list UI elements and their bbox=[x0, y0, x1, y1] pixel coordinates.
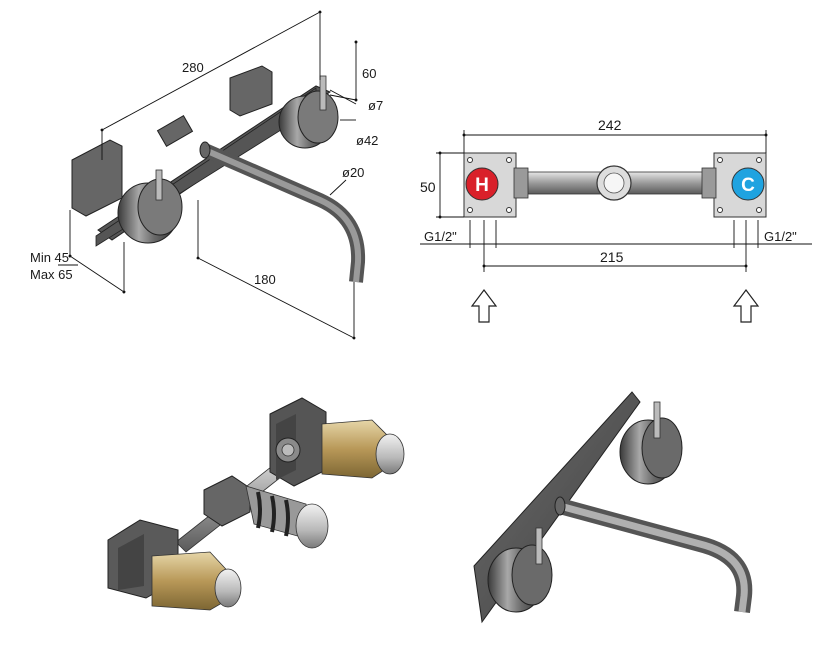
dim-length-label: 280 bbox=[182, 60, 204, 75]
mixer-dimension-drawing: 280 60 ø7 ø42 ø20 180 Min 45 Max 65 bbox=[30, 10, 383, 340]
spout bbox=[202, 143, 366, 283]
dim-handle-dia-label: ø42 bbox=[356, 133, 378, 148]
dim-body-height-label: 50 bbox=[420, 179, 436, 195]
dim-depth-min-label: Min 45 bbox=[30, 250, 69, 265]
dim-depth-max-label: Max 65 bbox=[30, 267, 73, 282]
render-spout bbox=[557, 498, 753, 613]
rough-in-front-drawing: H C bbox=[420, 117, 812, 323]
dim-lever-dia-label: ø7 bbox=[368, 98, 383, 113]
left-handle bbox=[117, 169, 183, 244]
inlet-arrow-hot bbox=[470, 289, 498, 323]
dim-thread-left-label: G1/2" bbox=[424, 229, 457, 244]
hot-valve-body: H bbox=[463, 152, 529, 218]
hot-indicator bbox=[465, 167, 499, 201]
cold-valve-body: C bbox=[701, 152, 767, 218]
hot-label: H bbox=[475, 175, 489, 196]
dim-height-label: 60 bbox=[362, 66, 376, 81]
cold-label: C bbox=[741, 175, 755, 196]
dim-thread-right-label: G1/2" bbox=[764, 229, 797, 244]
cold-indicator bbox=[731, 167, 765, 201]
mixer-finished-render bbox=[473, 391, 753, 624]
dim-total-width-label: 242 bbox=[598, 117, 622, 133]
right-handle bbox=[278, 75, 339, 149]
rough-in-body-render bbox=[107, 397, 405, 611]
inlet-arrow-cold bbox=[732, 289, 760, 323]
dim-spout-reach-label: 180 bbox=[254, 272, 276, 287]
dim-centers-label: 215 bbox=[600, 249, 624, 265]
dim-spout-dia-label: ø20 bbox=[342, 165, 364, 180]
